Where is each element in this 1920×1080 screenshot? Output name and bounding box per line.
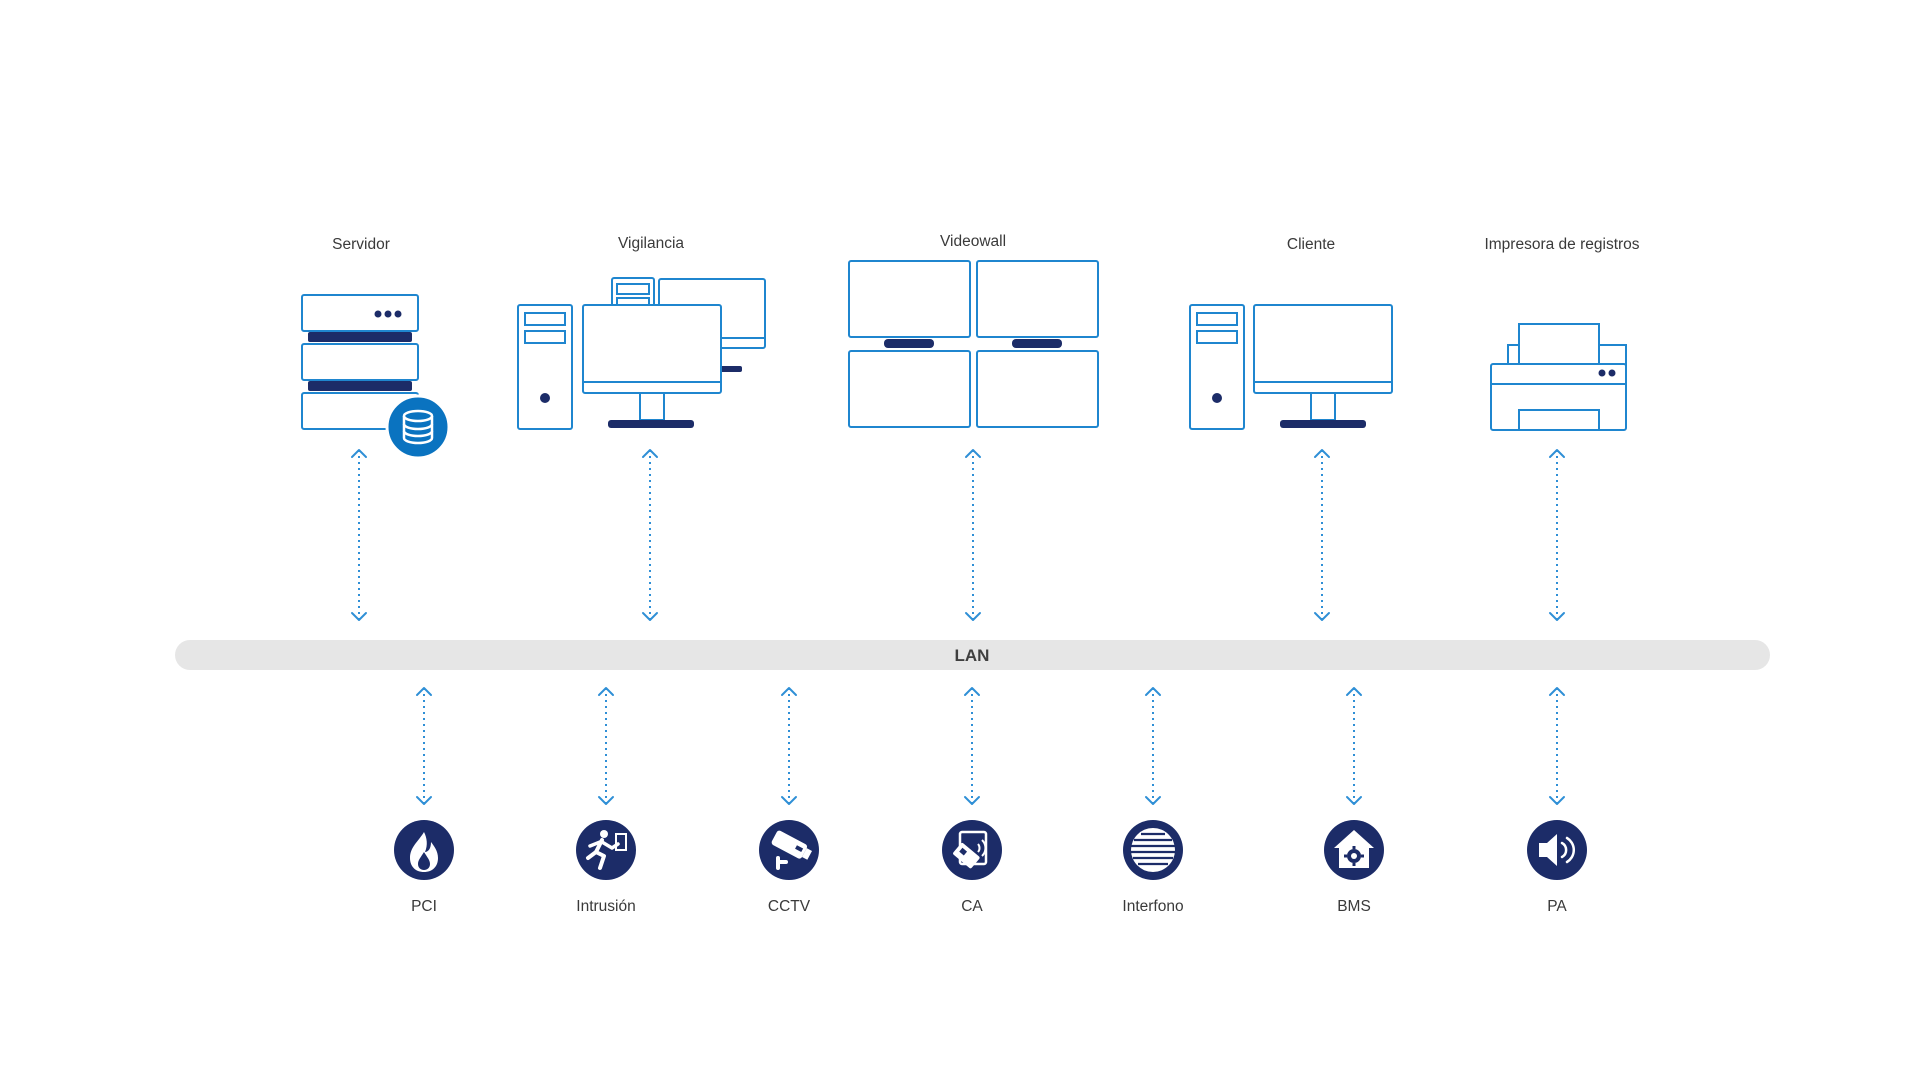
lan-bar [175,640,1770,670]
device-label-videowall: Videowall [940,233,1006,250]
intercom-grille-icon [1123,820,1183,880]
system-label-cctv: CCTV [768,898,811,915]
cctv-camera-icon [759,820,819,880]
server-database-icon [301,294,451,460]
videowall-icon [848,260,1099,428]
database-icon [385,394,451,460]
device-label-impresora: Impresora de registros [1484,236,1639,253]
system-label-pci: PCI [411,898,437,915]
system-label-interfono: Interfono [1122,898,1183,915]
system-label-bms: BMS [1337,898,1371,915]
top-arrowheads [351,449,1565,621]
system-label-intrusion: Intrusión [576,898,635,915]
system-label-pa: PA [1547,898,1567,915]
printer-icon [1490,323,1627,431]
device-label-cliente: Cliente [1287,236,1335,253]
running-person-icon [576,820,636,880]
access-card-icon [942,820,1002,880]
fire-icon [394,820,454,880]
device-label-servidor: Servidor [332,236,390,253]
smart-home-gear-icon [1324,820,1384,880]
system-label-ca: CA [961,898,983,915]
lan-label: LAN [955,646,990,665]
device-label-vigilancia: Vigilancia [618,235,684,252]
bottom-connectors [423,688,1558,804]
lan-bus: LAN [175,640,1770,670]
surveillance-workstation-icon [517,277,766,430]
bottom-arrowheads [416,687,1565,805]
client-workstation-icon [1189,304,1393,430]
speaker-icon [1527,820,1587,880]
top-connectors [358,450,1558,620]
